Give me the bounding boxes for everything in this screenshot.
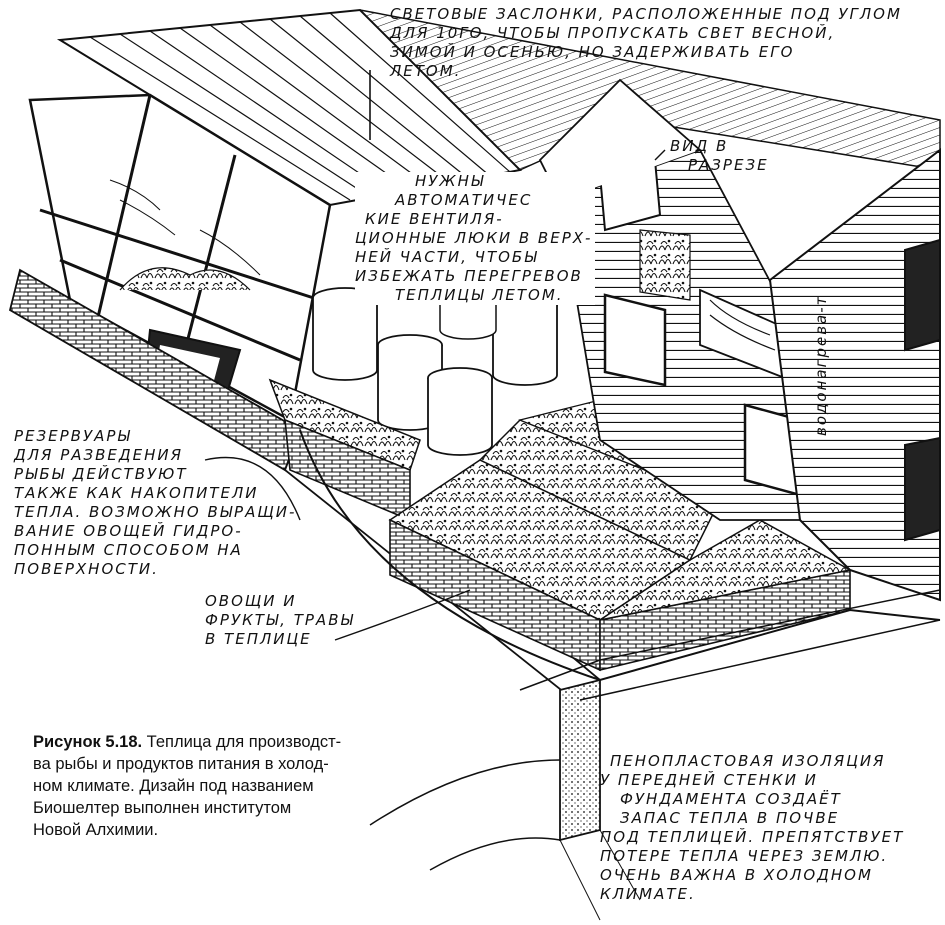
figure-number: Рисунок 5.18. [33, 733, 143, 751]
label-line: также как накопители [14, 484, 259, 502]
label-line: теплицы летом. [395, 286, 564, 304]
water-heater-text: водонагрева-тель-хлебница [812, 296, 830, 436]
label-vegetables: овощи и фрукты, травы в теплице [205, 592, 385, 649]
figure-caption: Рисунок 5.18. Теплица для производст- ва… [33, 731, 403, 841]
label-line: климате. [600, 885, 696, 903]
label-line: для разведения [14, 446, 183, 464]
label-line: Очень важна в холодном [600, 866, 873, 884]
label-line: пенопластовая изоляция [610, 752, 886, 770]
label-line: зимой и осенью, но задерживать его [390, 43, 795, 61]
label-section-view: вид в разрезе [670, 137, 790, 175]
leader-lines [204, 70, 666, 641]
caption-text: ном климате. Дизайн под названием [33, 777, 314, 795]
label-line: нужны [415, 172, 486, 190]
fish-tank [427, 367, 493, 456]
label-line: автоматичес [395, 191, 533, 209]
label-line: вид в [670, 137, 729, 155]
label-ventilation-hatches: нужны автоматичес кие вентиля- ционные л… [355, 172, 595, 305]
ground-section [299, 429, 941, 921]
label-line: овощи и [205, 592, 297, 610]
label-line: потере тепла через землю. [600, 847, 889, 865]
house-side-wall [768, 147, 941, 602]
label-line: вание овощей гидро- [14, 522, 243, 540]
label-line: фрукты, травы [205, 611, 355, 629]
label-line: разрезе [688, 156, 769, 174]
label-water-heater: водонагрева-тель-хлебница [806, 162, 866, 436]
label-line: рыбы действуют [14, 465, 188, 483]
label-line: для 10го, чтобы пропускать свет весной, [390, 24, 836, 42]
label-light-shutters: световые заслонки, расположенные под угл… [390, 5, 930, 81]
caption-text: Биошелтер выполнен институтом [33, 799, 292, 817]
caption-line-1: Рисунок 5.18. Теплица для производст- [33, 731, 403, 753]
label-line: тепла. Возможно выращи- [14, 503, 297, 521]
label-line: резервуары [14, 427, 132, 445]
label-line: летом. [390, 62, 462, 80]
label-line: запас тепла в почве [620, 809, 840, 827]
label-line: ционные люки в верх- [355, 229, 593, 247]
label-fish-reservoirs: резервуары для разведения рыбы действуют… [14, 427, 314, 579]
label-line: световые заслонки, расположенные под угл… [390, 5, 902, 23]
label-line: под теплицей. Препятствует [600, 828, 905, 846]
planting-beds [268, 378, 853, 672]
label-line: в теплице [205, 630, 312, 648]
caption-text: Новой Алхимии. [33, 821, 159, 839]
label-line: поверхности. [14, 560, 159, 578]
label-line: у передней стенки и [600, 771, 818, 789]
label-line: ней части, чтобы [355, 248, 539, 266]
caption-text: ва рыбы и продуктов питания в холод- [33, 755, 329, 773]
fish-tanks [312, 282, 558, 456]
fish-tank [492, 294, 558, 386]
label-line: кие вентиля- [365, 210, 504, 228]
label-line: избежать перегревов [355, 267, 583, 285]
glazed-roof [56, 8, 941, 207]
caption-text: Теплица для производст- [142, 733, 342, 751]
house-back-wall [538, 78, 802, 521]
label-foam-insulation: пенопластовая изоляция у передней стенки… [600, 752, 940, 904]
label-line: понным способом на [14, 541, 243, 559]
label-line: фундамента создаёт [620, 790, 842, 808]
